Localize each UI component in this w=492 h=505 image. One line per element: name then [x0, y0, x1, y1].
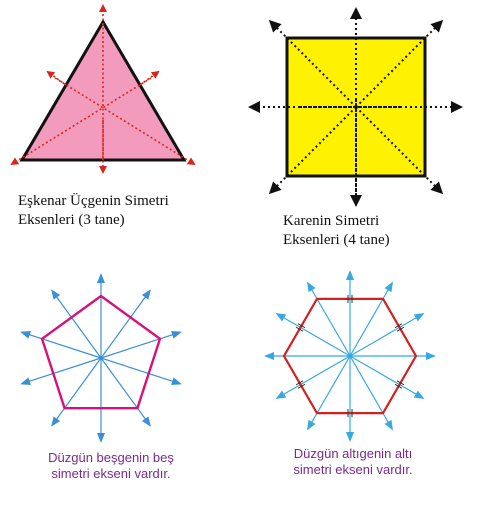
- triangle-axis-right: [54, 77, 196, 166]
- regular-hexagon-diagram: [264, 270, 436, 442]
- pentagon-axis-2-b: [20, 357, 102, 385]
- pentagon-caption-line1: Düzgün beşgenin beş: [48, 450, 174, 465]
- hexagon-caption-line1: Düzgün altıgenin altı: [293, 446, 413, 461]
- triangle-caption-line1: Eşkenar Üçgenin Simetri: [18, 193, 169, 209]
- regular-hexagon-shape: [282, 297, 418, 415]
- hexagon-caption: Düzgün altıgenin altı simetri ekseni var…: [262, 446, 444, 478]
- hexagon-side-tick-3-2: [295, 380, 304, 386]
- square-axis-diagonal-2-end: [268, 106, 357, 195]
- triangle-axis-left: [10, 77, 152, 166]
- pentagon-axis-3-b: [51, 289, 102, 359]
- hexagon-side-tick-1-1: [396, 380, 405, 386]
- hexagon-axis-ray-9: [306, 281, 351, 357]
- square-caption: Karenin Simetri Eksenleri (4 tane): [283, 212, 390, 250]
- hexagon-side-tick-3-1: [297, 383, 306, 389]
- pentagon-axis-4-a: [51, 357, 102, 427]
- pentagon-axis-2-a: [100, 331, 182, 359]
- triangle-caption-line2: Eksenleri (3 tane): [18, 212, 125, 228]
- pentagon-axis-3-a: [100, 357, 151, 427]
- square-caption-line1: Karenin Simetri: [283, 213, 380, 229]
- hexagon-axis-ray-11: [349, 281, 394, 357]
- hexagon-side-tick-4-1: [295, 326, 304, 332]
- hexagon-side-tick-1-2: [394, 383, 403, 389]
- hexagon-axis-ray-12: [349, 312, 425, 357]
- hexagon-side-tick-6-2: [396, 326, 405, 332]
- triangle-axis-right-end: [46, 70, 67, 86]
- square-axis-diagonal-1-end: [355, 106, 444, 195]
- regular-pentagon-shape: [40, 294, 162, 410]
- hexagon-side-tick-6-1: [394, 323, 403, 329]
- pentagon-axis-5-a: [20, 331, 102, 359]
- triangle-caption: Eşkenar Üçgenin Simetri Eksenleri (3 tan…: [18, 192, 169, 230]
- triangle-axis-left-end: [139, 70, 160, 86]
- hexagon-axis-ray-2: [349, 355, 425, 400]
- equilateral-triangle-diagram: [10, 4, 196, 174]
- pentagon-axis-5-b: [100, 357, 182, 385]
- pentagon-caption-line2: simetri ekseni vardır.: [51, 466, 171, 481]
- pentagon-axis-4-b: [100, 289, 151, 359]
- square-axis-diagonal-2: [355, 19, 444, 108]
- square-axis-diagonal-1: [268, 19, 357, 108]
- hexagon-axis-ray-5: [306, 355, 351, 431]
- hexagon-caption-line2: simetri ekseni vardır.: [293, 462, 413, 477]
- pentagon-caption: Düzgün beşgenin beş simetri ekseni vardı…: [20, 450, 202, 482]
- regular-pentagon-diagram: [20, 273, 182, 443]
- square-diagram: [248, 7, 463, 207]
- square-caption-line2: Eksenleri (4 tane): [283, 232, 390, 248]
- hexagon-axis-ray-8: [275, 312, 351, 357]
- hexagon-axis-ray-6: [275, 355, 351, 400]
- hexagon-side-tick-4-2: [297, 323, 306, 329]
- hexagon-axis-ray-3: [349, 355, 394, 431]
